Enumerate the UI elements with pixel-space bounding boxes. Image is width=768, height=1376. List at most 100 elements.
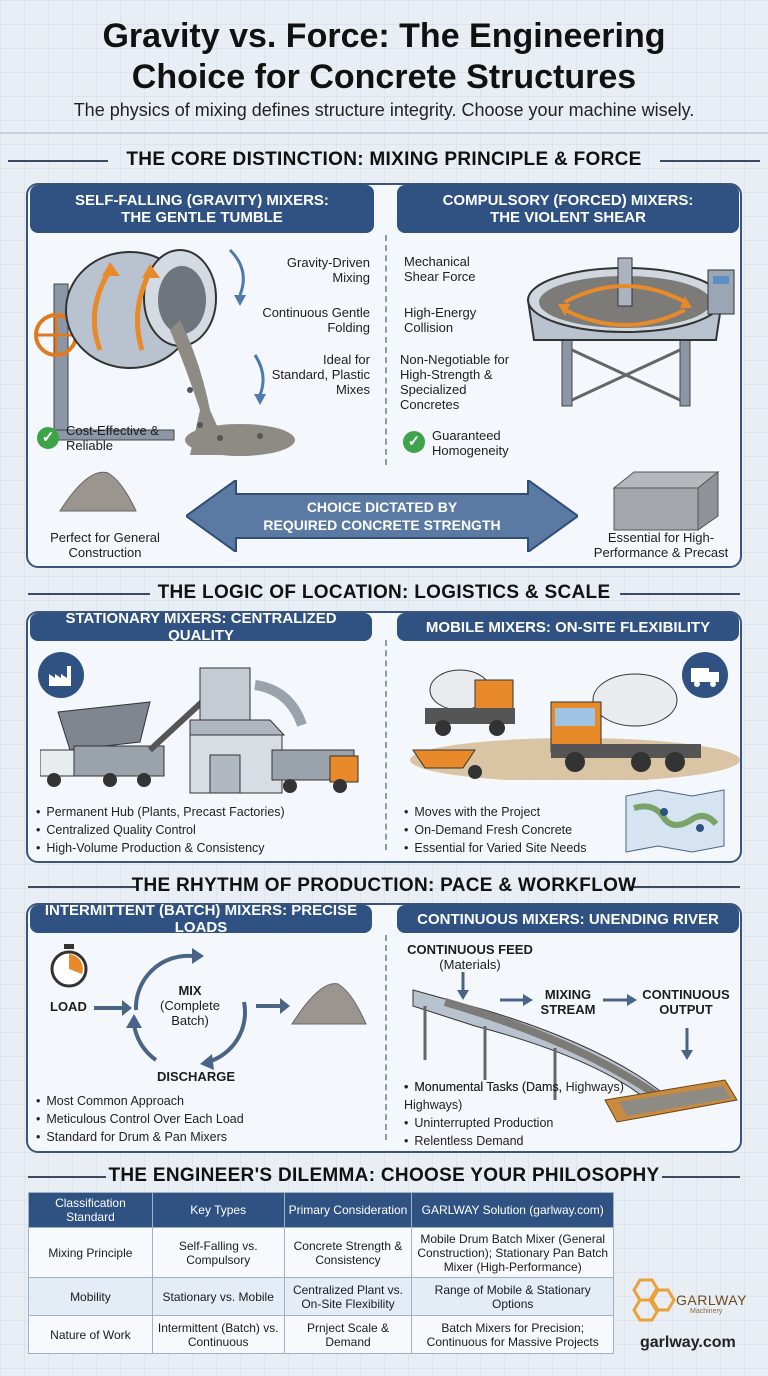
table-cell: Concrete Strength & Consistency (283, 1227, 413, 1278)
forced-label-2: High-Energy Collision (404, 305, 477, 335)
stopwatch-icon (50, 944, 88, 988)
mobile-mixer-title: MOBILE MIXERS: ON-SITE FLEXIBILITY (397, 613, 739, 641)
check-icon: ✓ (37, 427, 59, 449)
forced-label-1: Mechanical Shear Force (404, 254, 476, 284)
list-item: Monumental Tasks (Dams, Highways) (404, 1078, 564, 1114)
table-cell: Mobile Drum Batch Mixer (General Constru… (411, 1227, 614, 1278)
list-item: Relentless Demand (404, 1132, 564, 1150)
batch-cycle-diagram (94, 948, 290, 1070)
list-item: Standard for Drum & Pan Mixers (36, 1128, 376, 1146)
gravity-label-1: Gravity-Driven Mixing (286, 255, 370, 285)
truck-icon (682, 652, 728, 698)
header-divider (0, 132, 768, 134)
table-header-cell: Classification Standard (28, 1192, 153, 1228)
section1-rule-left (8, 160, 108, 162)
table-cell: Nature of Work (28, 1315, 153, 1354)
check-icon: ✓ (403, 431, 425, 453)
table-header-cell: Key Types (151, 1192, 285, 1228)
stationary-mixer-title: STATIONARY MIXERS: CENTRALIZED QUALITY (30, 610, 372, 644)
list-item: On-Demand Fresh Concrete (404, 821, 624, 839)
page-subtitle: The physics of mixing defines structure … (73, 100, 695, 120)
list-item: Essential for Varied Site Needs (404, 839, 624, 857)
load-label: LOAD (50, 999, 87, 1014)
section3-divider (385, 935, 387, 1140)
list-item: Most Common Approach (36, 1092, 376, 1110)
strength-double-arrow (186, 480, 578, 552)
title-line-1: Gravity vs. Force: The Engineering (102, 17, 666, 55)
table-cell: Stationary vs. Mobile (151, 1277, 285, 1316)
section2-divider (385, 640, 387, 850)
continuous-conveyor-illustration (412, 972, 738, 1123)
list-item: Uninterrupted Production (404, 1114, 564, 1132)
section2-heading: THE LOGIC OF LOCATION: LOGISTICS & SCALE (157, 582, 611, 603)
gravity-mixer-title: SELF-FALLING (GRAVITY) MIXERS:THE GENTLE… (30, 185, 374, 233)
gravity-label-3: Ideal for Standard, Plastic Mixes (271, 352, 370, 397)
table-header-cell: Primary Consideration (283, 1192, 413, 1228)
gravity-caption: Perfect for General Construction (50, 530, 160, 560)
section1-divider (385, 235, 387, 465)
mobile-bullets: Moves with the Project On-Demand Fresh C… (404, 803, 624, 857)
forced-mixer-title: COMPULSORY (FORCED) MIXERS:THE VIOLENT S… (397, 185, 739, 233)
section4-rule-right (662, 1176, 740, 1178)
batching-plant-illustration (40, 667, 359, 794)
discharge-label: DISCHARGE (156, 1069, 235, 1084)
map-icon (625, 789, 725, 853)
continuous-bullets-visible: Monumental Tasks (Dams, Highways) Uninte… (404, 1078, 564, 1150)
mobile-mixers-illustration (410, 669, 740, 780)
table-cell: Range of Mobile & Stationary Options (411, 1277, 614, 1316)
title-line-2: Choice for Concrete Structures (131, 58, 637, 96)
section3-heading: THE RHYTHM OF PRODUCTION: PACE & WORKFLO… (131, 875, 637, 896)
concrete-pile-icon (291, 983, 367, 1025)
gravity-label-2: Continuous Gentle Folding (262, 305, 370, 335)
aggregate-pile-icon (59, 471, 137, 512)
section1-heading: THE CORE DISTINCTION: MIXING PRINCIPLE &… (126, 149, 642, 170)
forced-check-text: Guaranteed Homogeneity (432, 428, 509, 458)
factory-icon (38, 652, 84, 698)
table-row: Mobility Stationary vs. Mobile Centraliz… (28, 1277, 614, 1316)
forced-label-3: Non-Negotiable for High-Strength & Speci… (400, 352, 510, 412)
mix-label: MIX (Complete Batch) (160, 983, 220, 1028)
list-item: Centralized Quality Control (36, 821, 376, 839)
brand-name: GARLWAY (676, 1292, 747, 1308)
section4-heading: THE ENGINEER'S DILEMMA: CHOOSE YOUR PHIL… (108, 1165, 660, 1186)
brand-sub: Machinery (690, 1308, 723, 1315)
list-item: Meticulous Control Over Each Load (36, 1110, 376, 1128)
section3-rule-right (630, 886, 740, 888)
section1-rule-right (660, 160, 760, 162)
table-cell: Centralized Plant vs. On-Site Flexibilit… (283, 1277, 413, 1316)
continuous-feed-label: CONTINUOUS FEED(Materials) (407, 942, 533, 972)
garlway-logo-icon (632, 1278, 676, 1322)
list-item: High-Volume Production & Consistency (36, 839, 376, 857)
table-row: Mixing Principle Self-Falling vs. Compul… (28, 1227, 614, 1278)
list-item: Permanent Hub (Plants, Precast Factories… (36, 803, 376, 821)
batch-mixer-title: INTERMITTENT (BATCH) MIXERS: PRECISE LOA… (30, 902, 372, 936)
forced-caption: Essential for High-Performance & Precast (593, 530, 729, 560)
table-cell: Self-Falling vs. Compulsory (151, 1227, 285, 1278)
list-item: Moves with the Project (404, 803, 624, 821)
philosophy-table: Classification Standard Key Types Primar… (28, 1192, 614, 1354)
table-cell: Mixing Principle (28, 1227, 153, 1278)
drum-mixer-illustration (34, 248, 295, 456)
continuous-mixer-title: CONTINUOUS MIXERS: UNENDING RIVER (397, 905, 739, 933)
section4-rule-left (28, 1176, 106, 1178)
section2-rule-right (620, 593, 740, 595)
table-cell: Prnject Scale & Demand (283, 1315, 413, 1354)
page-title: Gravity vs. Force: The Engineering Choic… (0, 16, 768, 98)
gravity-check-text: Cost-Effective & Reliable (66, 423, 159, 453)
pan-mixer-illustration (526, 257, 735, 407)
stationary-bullets: Permanent Hub (Plants, Precast Factories… (36, 803, 376, 857)
table-cell: Intermittent (Batch) vs. Continuous (151, 1315, 285, 1354)
section3-rule-left (28, 886, 138, 888)
table-cell: Mobility (28, 1277, 153, 1316)
batch-bullets: Most Common Approach Meticulous Control … (36, 1092, 376, 1146)
precast-block-icon (612, 470, 720, 531)
table-cell: Batch Mixers for Precision; Continuous f… (411, 1315, 614, 1354)
table-row: Nature of Work Intermittent (Batch) vs. … (28, 1315, 614, 1354)
table-header-cell: GARLWAY Solution (garlway.com) (411, 1192, 614, 1228)
section2-rule-left (28, 593, 150, 595)
brand-url-link[interactable]: garlway.com (640, 1334, 736, 1351)
table-header-row: Classification Standard Key Types Primar… (28, 1192, 614, 1228)
